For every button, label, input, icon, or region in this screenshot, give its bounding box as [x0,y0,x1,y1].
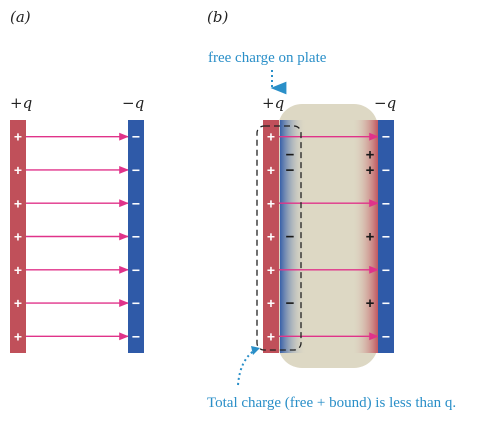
panel-a-label: (a) [10,8,31,26]
negative-charge-sign: − [382,262,390,278]
positive-charge-sign: + [14,229,22,245]
positive-charge-sign: + [267,262,275,278]
negative-charge-sign: − [132,262,140,278]
negative-charge-sign: − [132,328,140,344]
bound-charge-left-glow [280,120,306,353]
panel-b-positive-plate [263,120,279,353]
total-charge-enclosure [256,125,302,351]
bound-negative-sign: − [286,162,295,179]
bound-positive-sign: + [366,147,375,164]
free-charge-annotation: free charge on plate [208,50,327,66]
positive-charge-sign: + [14,295,22,311]
bound-positive-sign: + [366,229,375,246]
total-charge-annotation: Total charge (free + bound) is less than… [207,395,456,411]
positive-charge-sign: + [14,129,22,145]
positive-charge-sign: + [267,129,275,145]
panel-a-negative-plate [128,120,144,353]
panel-b-positive-signs: + + + + + + + [267,129,275,345]
positive-charge-sign: + [267,195,275,211]
panel-b-plus-q-label: +q [262,94,284,112]
bound-positive-signs: ++++ [366,147,375,312]
negative-charge-sign: − [382,328,390,344]
bound-charge-right-glow [352,120,378,353]
negative-charge-sign: − [132,129,140,145]
panel-b-negative-plate [378,120,394,353]
negative-charge-sign: − [382,295,390,311]
bound-positive-sign: + [366,295,375,312]
panel-a-positive-plate [10,120,26,353]
positive-charge-sign: + [267,162,275,178]
bound-negative-signs: −−−− [286,147,295,312]
positive-charge-sign: + [14,195,22,211]
negative-charge-sign: − [132,295,140,311]
bound-negative-sign: − [286,147,295,164]
panel-a-field-lines [26,132,129,341]
negative-charge-sign: − [382,229,390,245]
bound-positive-sign: + [366,162,375,179]
panel-b-minus-q-label: −q [374,94,396,112]
panel-b-negative-signs: − − − − − − − [382,129,390,345]
positive-charge-sign: + [14,328,22,344]
positive-charge-sign: + [14,262,22,278]
bound-negative-sign: − [286,295,295,312]
positive-charge-sign: + [267,328,275,344]
bound-negative-sign: − [286,229,295,246]
panel-a-positive-signs: + + + + + + + [14,129,22,345]
negative-charge-sign: − [132,229,140,245]
positive-charge-sign: + [267,295,275,311]
panel-a-minus-q-label: −q [122,94,144,112]
panel-a-plus-q-label: +q [10,94,32,112]
negative-charge-sign: − [382,129,390,145]
total-charge-pointer-head [251,346,260,355]
panel-b-label: (b) [207,8,228,26]
negative-charge-sign: − [382,195,390,211]
negative-charge-sign: − [132,162,140,178]
negative-charge-sign: − [382,162,390,178]
positive-charge-sign: + [267,229,275,245]
panel-b-field-lines [279,132,379,341]
panel-a-negative-signs: − − − − − − − [132,129,140,345]
positive-charge-sign: + [14,162,22,178]
negative-charge-sign: − [132,195,140,211]
total-charge-pointer [237,349,256,386]
